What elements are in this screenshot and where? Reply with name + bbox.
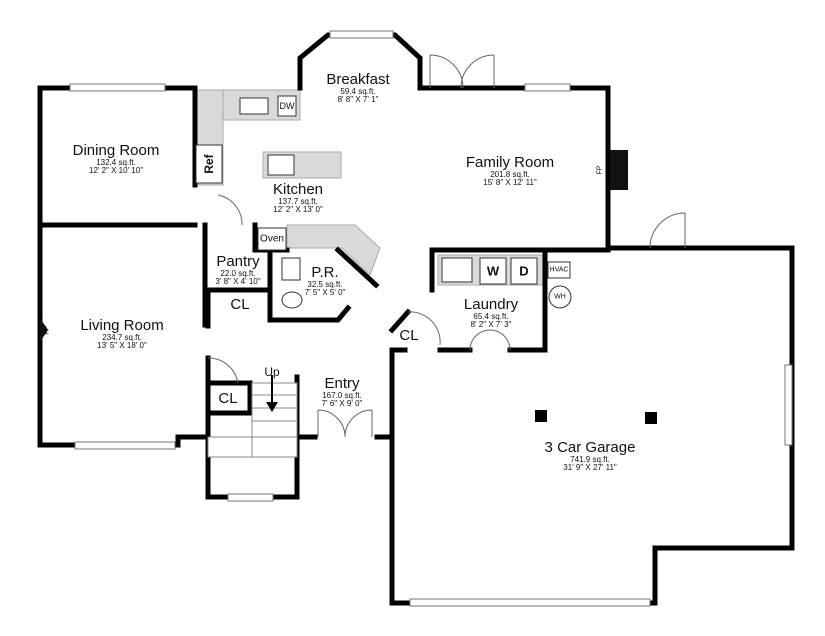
room-area: 59.4 sq.ft. bbox=[340, 86, 376, 96]
fixtures bbox=[40, 95, 657, 424]
room-name: Breakfast bbox=[326, 71, 390, 88]
room-area: 32.5 sq.ft. bbox=[307, 279, 343, 289]
room-name: Laundry bbox=[463, 296, 519, 313]
closet-label: CL bbox=[230, 296, 250, 313]
room-dims: 3' 8" X 4' 10" bbox=[215, 277, 261, 287]
room-area: 201.8 sq.ft. bbox=[490, 169, 530, 179]
room-dims: 7' 5" X 5' 0" bbox=[304, 288, 346, 298]
room-family: Family Room 201.8 sq.ft. 15' 8" X 12' 11… bbox=[466, 155, 554, 188]
room-area: 167.0 sq.ft. bbox=[322, 390, 362, 400]
dishwasher-label: DW bbox=[279, 101, 295, 111]
room-pantry: Pantry 22.0 sq.ft. 3' 8" X 4' 10" bbox=[215, 254, 260, 287]
washer-label: W bbox=[486, 263, 500, 279]
room-name: Dining Room bbox=[72, 142, 160, 159]
dryer-label: D bbox=[519, 263, 529, 279]
room-name: Living Room bbox=[80, 317, 164, 334]
room-dims: 12' 2" X 10' 10" bbox=[88, 166, 144, 176]
fireplace-label: FP bbox=[43, 325, 51, 335]
room-name: Pantry bbox=[216, 253, 260, 270]
doors bbox=[207, 54, 686, 438]
room-kitchen: Kitchen 137.7 sq.ft. 12' 2" X 13' 0" bbox=[273, 182, 323, 215]
windows bbox=[69, 30, 793, 607]
room-laundry: Laundry 65.4 sq.ft. 8' 2" X 7' 3" bbox=[464, 297, 518, 330]
room-name: Family Room bbox=[465, 154, 555, 171]
closet-label: CL bbox=[218, 390, 238, 407]
room-area: 234.7 sq.ft. bbox=[102, 332, 142, 342]
room-pr: P.R. 32.5 sq.ft. 7' 5" X 5' 0" bbox=[305, 265, 346, 298]
room-name: P.R. bbox=[311, 264, 339, 281]
hvac-label: HVAC bbox=[549, 266, 569, 274]
room-dims: 13' 5" X 18' 0" bbox=[97, 341, 147, 351]
room-area: 741.9 sq.ft. bbox=[570, 454, 610, 464]
room-area: 65.4 sq.ft. bbox=[473, 311, 509, 321]
room-dims: 8' 8" X 7' 1" bbox=[337, 95, 379, 105]
room-name: Kitchen bbox=[272, 181, 324, 198]
room-entry: Entry 167.0 sq.ft. 7' 6" X 9' 0" bbox=[322, 376, 363, 409]
room-dims: 15' 8" X 12' 11" bbox=[483, 178, 537, 188]
room-dims: 7' 6" X 9' 0" bbox=[321, 399, 363, 409]
oven-label: Oven bbox=[260, 233, 284, 245]
room-dims: 31' 9" X 27' 11" bbox=[563, 463, 617, 473]
room-dims: 8' 2" X 7' 3" bbox=[470, 320, 512, 330]
room-name: Entry bbox=[324, 375, 360, 392]
room-dims: 12' 2" X 13' 0" bbox=[273, 205, 323, 215]
refrigerator-label: Ref bbox=[202, 154, 216, 174]
room-name: 3 Car Garage bbox=[544, 439, 636, 456]
stairs-up-label: Up bbox=[264, 365, 280, 379]
room-area: 22.0 sq.ft. bbox=[220, 268, 256, 278]
room-living: Living Room 234.7 sq.ft. 13' 5" X 18' 0" bbox=[80, 318, 163, 351]
room-dining: Dining Room 132.4 sq.ft. 12' 2" X 10' 10… bbox=[73, 143, 160, 176]
water-heater-label: WH bbox=[554, 293, 566, 301]
room-breakfast: Breakfast 59.4 sq.ft. 8' 8" X 7' 1" bbox=[326, 72, 389, 105]
room-area: 132.4 sq.ft. bbox=[96, 157, 136, 167]
closet-label: CL bbox=[399, 327, 419, 344]
fireplace-label: FP bbox=[596, 165, 604, 175]
room-garage: 3 Car Garage 741.9 sq.ft. 31' 9" X 27' 1… bbox=[545, 440, 636, 473]
room-area: 137.7 sq.ft. bbox=[278, 196, 318, 206]
stairs bbox=[207, 375, 298, 458]
